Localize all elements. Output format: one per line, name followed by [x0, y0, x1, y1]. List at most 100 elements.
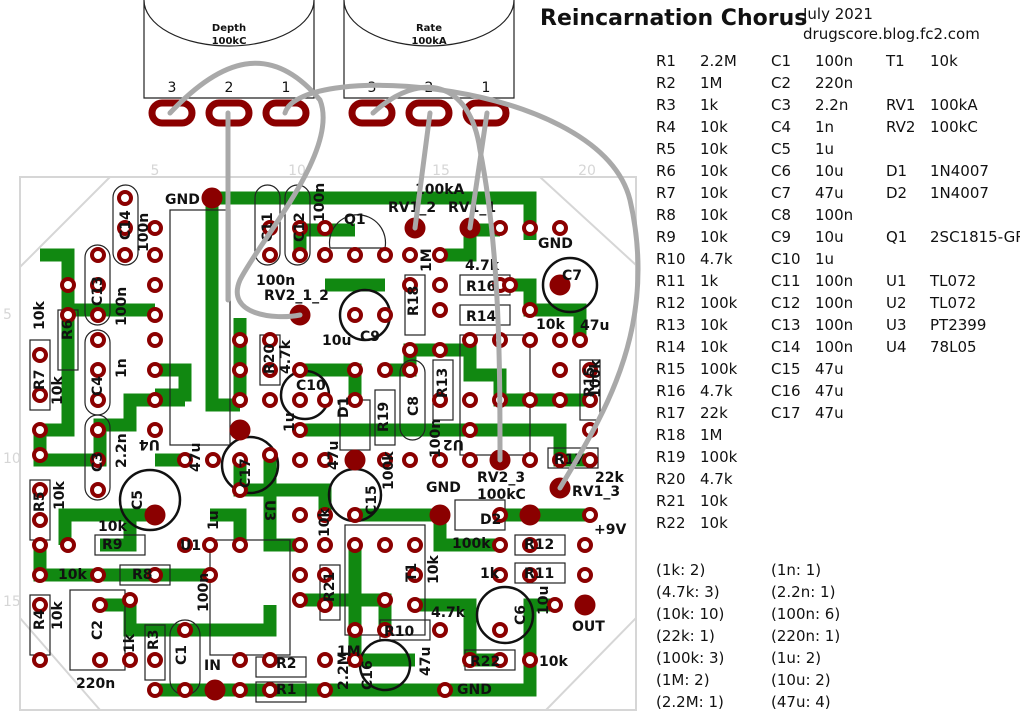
solder-pad	[522, 652, 538, 668]
board-label: R6	[60, 319, 76, 340]
bom-ref: U2	[886, 294, 907, 312]
board-label: 10u	[322, 333, 351, 349]
solder-pad	[432, 452, 448, 468]
solder-pad	[317, 652, 333, 668]
board-label: C13	[90, 276, 106, 306]
board-label: R7	[32, 369, 48, 390]
board-label: 100k	[588, 359, 604, 398]
part-outline	[29, 339, 51, 411]
board-label: R13	[435, 368, 451, 398]
board-label: C3	[90, 452, 106, 472]
bom-value: 1M	[700, 426, 723, 444]
board-label: R1	[276, 682, 297, 698]
solder-pad	[402, 277, 418, 293]
bom-ref: R21	[656, 492, 686, 510]
solder-pad	[232, 452, 248, 468]
board-label: Q1	[344, 212, 366, 228]
part-outline	[404, 274, 426, 336]
board-label: 100n	[114, 287, 130, 326]
bom-value: 47u	[815, 404, 844, 422]
solder-pad	[32, 652, 48, 668]
solder-pad	[492, 507, 508, 523]
solder-pad	[32, 387, 48, 403]
bom-ref: C9	[771, 228, 792, 246]
solder-pad	[90, 332, 106, 348]
solder-pad	[32, 447, 48, 463]
solder-pad	[317, 682, 333, 698]
solder-pad	[32, 597, 48, 613]
header-meta: July 2021 drugscore.blog.fc2.com	[803, 4, 980, 44]
solder-pad	[347, 537, 363, 553]
bom-value: 10k	[700, 338, 728, 356]
solder-pad	[262, 332, 278, 348]
grid-row-label: 5	[3, 307, 12, 323]
solder-pad	[292, 392, 308, 408]
bom-ref: C3	[771, 96, 792, 114]
board-label: 47u	[580, 318, 609, 334]
site-label: drugscore.blog.fc2.com	[803, 25, 980, 43]
ceramic-outline	[84, 244, 111, 326]
copper-trace	[210, 508, 247, 545]
pot-wire	[282, 82, 641, 491]
board-label: R14	[466, 309, 497, 325]
part-outline	[319, 564, 341, 621]
board-label: RV2_3	[477, 470, 525, 486]
terminal-pad	[549, 274, 571, 296]
terminal-pad	[344, 449, 366, 471]
solder-pad	[262, 682, 278, 698]
bom-ref: R1	[656, 52, 676, 70]
summary-item: (100n: 6)	[771, 605, 841, 623]
solder-pad	[262, 447, 278, 463]
pot-value: 100kC	[212, 36, 247, 47]
board-label: 10u	[536, 586, 552, 615]
solder-pad	[32, 482, 48, 498]
solder-pad	[147, 362, 163, 378]
solder-pad	[147, 307, 163, 323]
bom-ref: C14	[771, 338, 801, 356]
board-label: C9	[360, 329, 380, 345]
board-label: R4	[32, 609, 48, 630]
bom-ref: C8	[771, 206, 792, 224]
bom-value: 10k	[700, 514, 728, 532]
bom-value: 2SC1815-GR	[930, 228, 1020, 246]
board-label: U2	[443, 436, 464, 452]
solder-pad	[462, 332, 478, 348]
board-label: 1k	[122, 633, 138, 653]
solder-pad	[292, 567, 308, 583]
pot-body	[143, 0, 315, 99]
bom-value: 10k	[700, 140, 728, 158]
solder-pad	[177, 622, 193, 638]
solder-pad	[292, 422, 308, 438]
solder-pad	[492, 537, 508, 553]
board-label: 1M	[337, 644, 361, 660]
part-outline	[459, 304, 511, 326]
bom-value: 100n	[815, 52, 854, 70]
part-outline	[119, 564, 171, 586]
solder-pad	[147, 392, 163, 408]
copper-trace	[233, 460, 332, 515]
bom-ref: R20	[656, 470, 686, 488]
bom-value: 100kA	[930, 96, 978, 114]
pot-pin-number: 1	[482, 80, 491, 96]
terminal-pad	[229, 419, 251, 441]
electrolytic-outline	[118, 468, 182, 532]
solder-pad	[232, 537, 248, 553]
board-label: R22	[470, 654, 500, 670]
part-outline	[514, 562, 566, 584]
copper-trace	[100, 598, 277, 637]
bom-ref: R16	[656, 382, 686, 400]
bom-value: 1N4007	[930, 162, 989, 180]
terminal-pad	[429, 504, 451, 526]
board-label: 10k	[539, 654, 568, 670]
grid-col-label: 20	[578, 163, 596, 179]
bom-value: 1u	[815, 250, 835, 268]
solder-pad	[522, 332, 538, 348]
board-label: R18	[406, 286, 422, 316]
solder-pad	[262, 247, 278, 263]
solder-pad	[522, 537, 538, 553]
summary-item: (220n: 1)	[771, 627, 841, 645]
solder-pad	[317, 220, 333, 236]
